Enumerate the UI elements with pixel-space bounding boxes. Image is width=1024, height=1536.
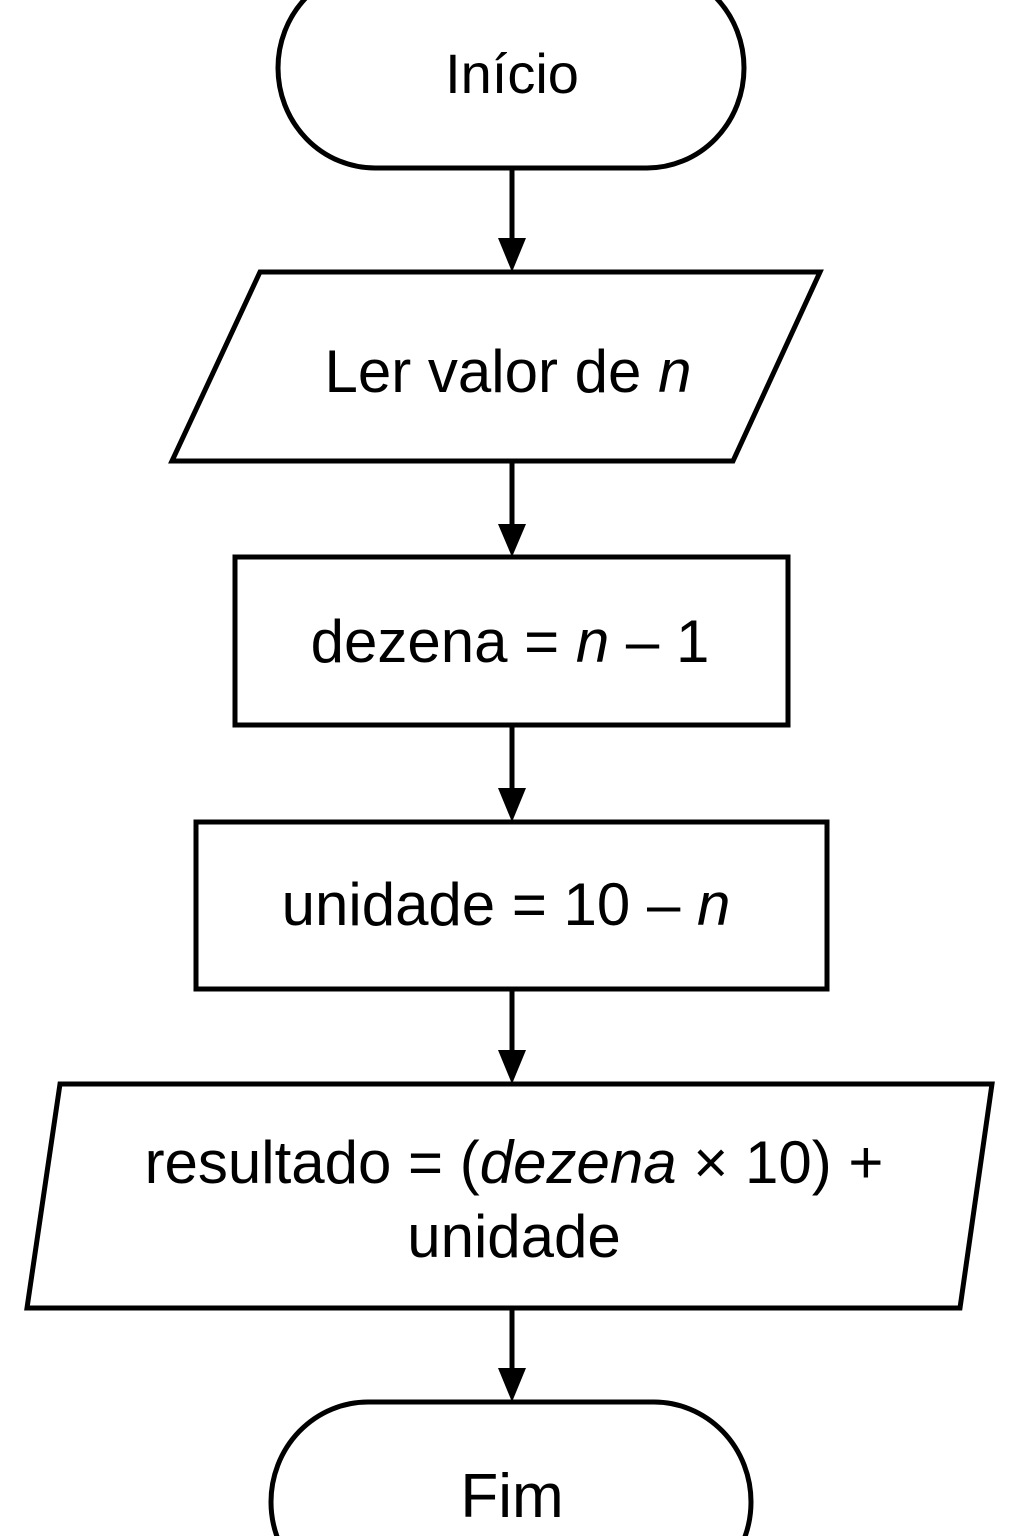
dezena-label: dezena = n – 1	[311, 608, 710, 675]
arrow-dezena-to-unidade	[498, 725, 526, 822]
output-label-line1: resultado = (dezena × 10) +	[145, 1129, 884, 1196]
output-label-line1-var: dezena	[480, 1129, 677, 1196]
output-parallelogram-shape	[24, 1081, 995, 1311]
dezena-label-var: n	[576, 608, 609, 675]
arrow-input-to-dezena	[498, 461, 526, 557]
input-label-text: Ler valor de	[325, 338, 659, 405]
unidade-process-node: unidade = 10 – n	[193, 819, 830, 992]
input-label-var: n	[658, 338, 691, 405]
input-node: Ler valor de n	[168, 269, 824, 464]
output-node: resultado = (dezena × 10) + unidade	[24, 1081, 995, 1311]
arrow-output-to-end	[498, 1308, 526, 1402]
unidade-label-lhs: unidade = 10 –	[282, 871, 697, 938]
unidade-label-var: n	[697, 871, 730, 938]
dezena-label-rhs: – 1	[609, 608, 709, 675]
end-node: Fim	[268, 1399, 754, 1536]
arrow-start-to-input	[498, 168, 526, 272]
dezena-label-lhs: dezena =	[311, 608, 576, 675]
arrow-unidade-to-output	[498, 989, 526, 1084]
start-label: Início	[445, 42, 579, 105]
input-label: Ler valor de n	[325, 338, 692, 405]
start-node: Início	[275, 0, 747, 171]
unidade-process-shape	[193, 819, 830, 992]
dezena-process-node: dezena = n – 1	[232, 554, 791, 728]
unidade-label: unidade = 10 – n	[282, 871, 731, 938]
output-label-line2: unidade	[407, 1203, 621, 1270]
dezena-process-shape	[232, 554, 791, 728]
start-terminator-shape	[275, 0, 747, 171]
output-label-line1-a: resultado = (	[145, 1129, 480, 1196]
input-parallelogram-shape	[168, 269, 824, 464]
output-label-line1-b: × 10) +	[677, 1129, 884, 1196]
end-terminator-shape	[268, 1399, 754, 1536]
end-label: Fim	[460, 1462, 563, 1531]
